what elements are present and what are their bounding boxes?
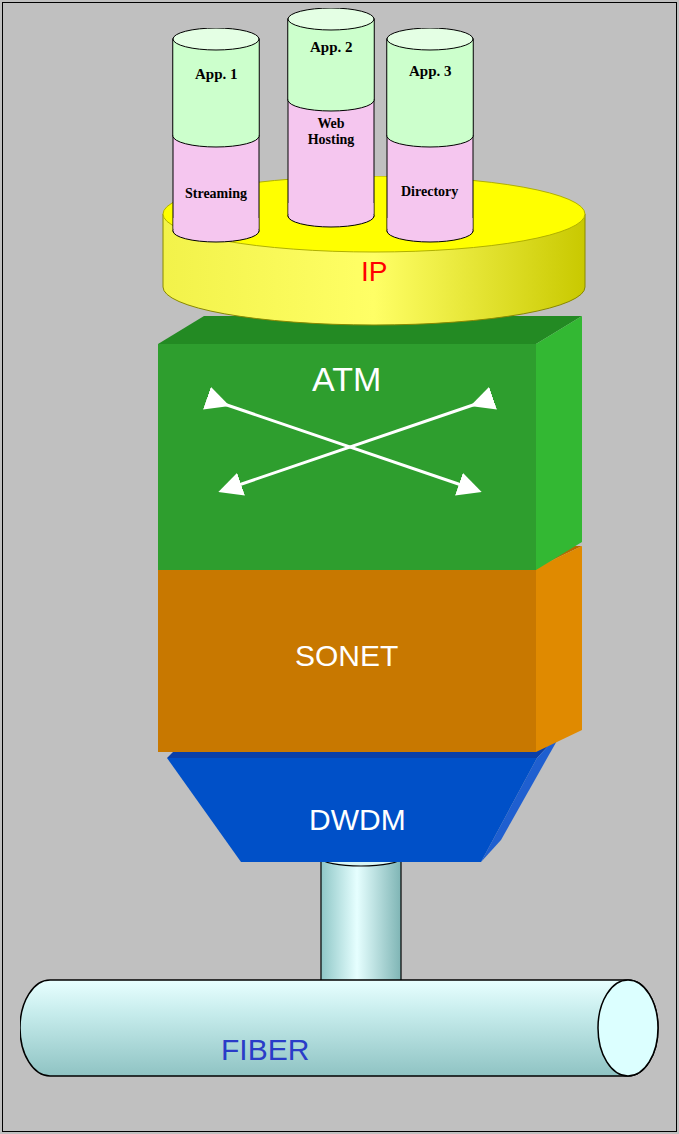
layer-label: ATM	[312, 360, 381, 399]
node-outline	[158, 316, 582, 570]
switch-layer: ATM	[158, 316, 582, 570]
service-label: Web Hosting	[293, 116, 369, 148]
layer-label: SONET	[295, 639, 398, 674]
service-label: Streaming	[185, 186, 247, 202]
app-cylinder: App. 1 Streaming	[172, 28, 260, 243]
layer-label: IP	[361, 256, 387, 288]
layer-label: App. 1	[195, 66, 238, 83]
transport-layer: SONET	[158, 546, 582, 752]
layer-label: DWDM	[309, 803, 406, 838]
layer-label: App. 2	[310, 39, 353, 56]
app-cylinder: App. 2 Web Hosting	[287, 8, 375, 228]
node-outline	[20, 978, 660, 1078]
service-label: Directory	[401, 184, 458, 200]
layer-label: FIBER	[221, 1033, 309, 1068]
node-outline	[172, 28, 260, 243]
fiber-cable: FIBER	[20, 978, 660, 1078]
fiber-tap-tube	[321, 850, 401, 982]
node-outline	[386, 28, 474, 243]
app-cylinder: App. 3 Directory	[386, 28, 474, 243]
layer-label: App. 3	[409, 63, 452, 80]
